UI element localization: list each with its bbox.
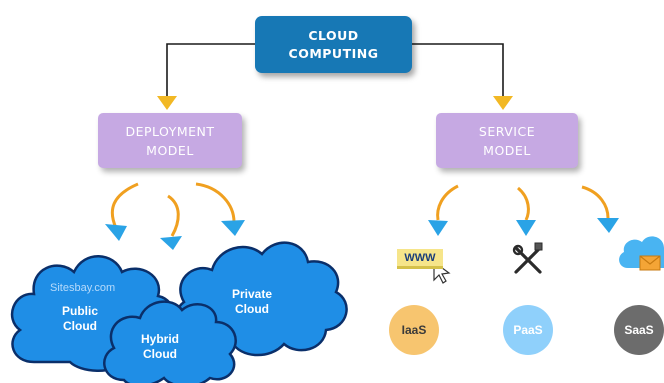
connector-arrowhead-service xyxy=(493,96,513,110)
private-cloud-line1: Private xyxy=(231,287,273,301)
deployment-model-node: DEPLOYMENT MODEL xyxy=(98,113,242,168)
connector-to-service xyxy=(412,43,504,104)
hybrid-cloud-line2: Cloud xyxy=(143,347,177,361)
curve-arrowhead-public xyxy=(105,224,127,241)
curve-arrow-public xyxy=(110,182,139,229)
iaas-circle: IaaS xyxy=(389,305,439,355)
curve-arrow-paas xyxy=(516,186,530,221)
curve-arrow-iaas xyxy=(436,184,459,221)
www-icon: WWW xyxy=(397,249,443,269)
service-label-line1: SERVICE xyxy=(478,123,536,139)
deployment-label-line2: MODEL xyxy=(146,142,194,158)
curve-arrow-hybrid xyxy=(167,194,180,237)
hybrid-cloud-label: Hybrid Cloud xyxy=(136,332,184,362)
curve-arrow-saas xyxy=(581,185,610,219)
cloud-mail-icon xyxy=(619,236,664,271)
deployment-label-line1: DEPLOYMENT xyxy=(125,123,215,139)
public-cloud-line2: Cloud xyxy=(63,319,97,333)
curve-arrowhead-private xyxy=(221,220,245,236)
curve-arrow-private xyxy=(195,182,236,223)
root-label-line2: COMPUTING xyxy=(288,45,379,61)
private-cloud-label: Private Cloud xyxy=(226,287,278,317)
saas-circle: SaaS xyxy=(614,305,664,355)
paas-circle: PaaS xyxy=(503,305,553,355)
curve-arrowhead-paas xyxy=(516,220,536,236)
service-label-line2: MODEL xyxy=(483,142,531,158)
cloud-computing-node: CLOUD COMPUTING xyxy=(255,16,412,73)
curve-arrowhead-iaas xyxy=(428,220,448,236)
curve-arrowhead-saas xyxy=(597,218,619,233)
tools-icon xyxy=(512,242,543,274)
public-cloud-label: Public Cloud xyxy=(58,304,102,334)
root-label-line1: CLOUD xyxy=(308,27,359,43)
watermark-text: Sitesbay.com xyxy=(50,282,116,294)
connector-arrowhead-deployment xyxy=(157,96,177,110)
private-cloud-line2: Cloud xyxy=(235,302,269,316)
public-cloud-line1: Public xyxy=(61,304,98,318)
connector-to-deployment xyxy=(166,43,255,104)
hybrid-cloud-line1: Hybrid xyxy=(140,332,179,346)
curve-arrowhead-hybrid xyxy=(160,236,182,250)
service-model-node: SERVICE MODEL xyxy=(436,113,578,168)
hybrid-cloud xyxy=(103,300,237,383)
